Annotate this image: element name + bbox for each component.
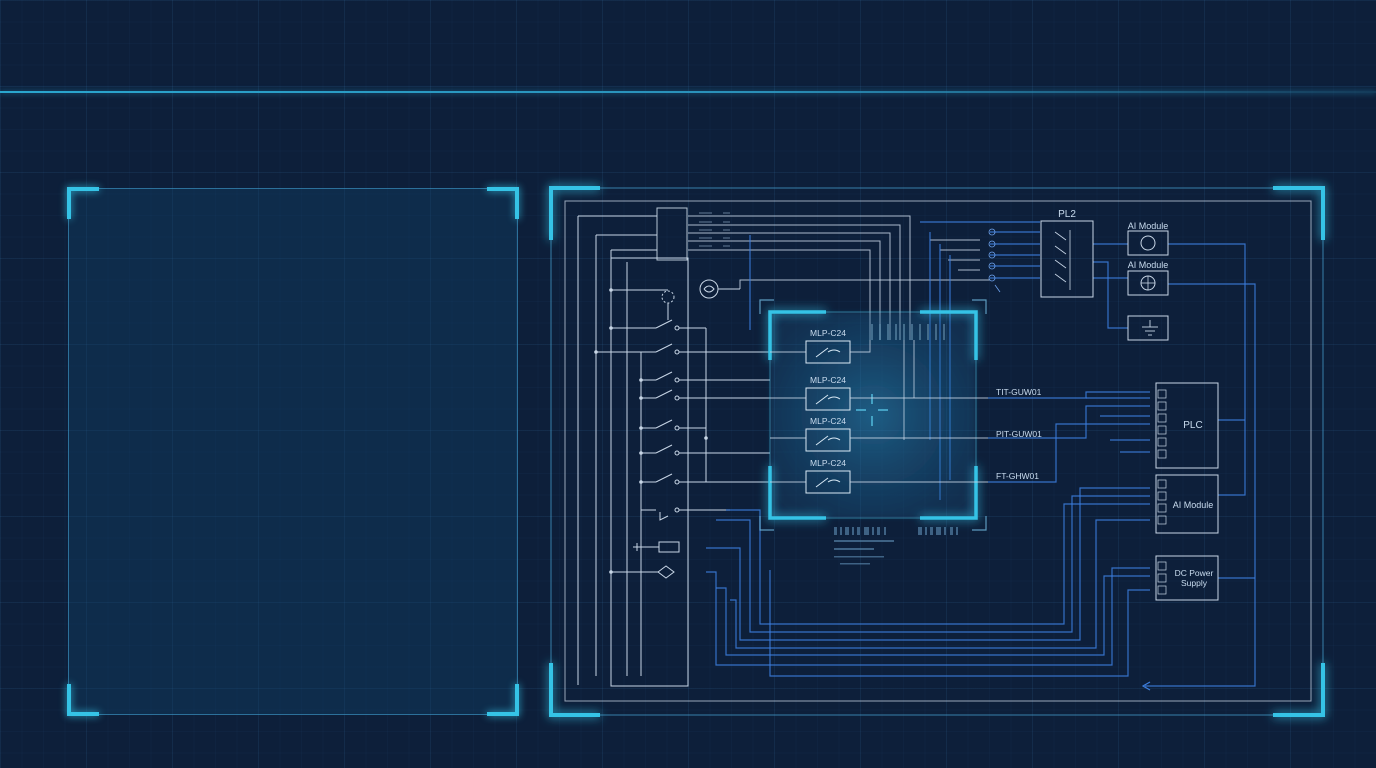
ai-module-top-2: AI Module (1127, 260, 1169, 296)
contact-bus-column (577, 207, 770, 687)
relay-module: MLP-C24 (805, 375, 851, 411)
dc-power-line1: DC Power (1175, 568, 1214, 578)
schematic-frame (549, 186, 1325, 717)
relay-label: MLP-C24 (810, 416, 846, 426)
signal-tag: TIT-GUW01 (996, 387, 1042, 397)
relay-label: MLP-C24 (810, 458, 846, 468)
ai-module-right-block: AI Module (1155, 474, 1219, 534)
plc-right-block: PLC (1155, 382, 1219, 469)
bus-junctions (594, 288, 708, 574)
dc-power-supply-block: DC Power Supply (1155, 555, 1219, 601)
relay-label: MLP-C24 (810, 328, 846, 338)
signal-tag: PIT-GUW01 (996, 429, 1042, 439)
relay-highlight-area (759, 299, 987, 531)
return-arrow (1141, 681, 1151, 691)
corner-bracket-tl (67, 187, 99, 219)
corner-bracket-br (487, 684, 519, 716)
relay-wiring (770, 340, 988, 483)
ai-module-top-1: AI Module (1127, 221, 1169, 256)
signal-tag: FT-GHW01 (996, 471, 1039, 481)
plc-top-block: PL2 (1040, 209, 1094, 298)
left-panel (67, 187, 519, 716)
relay-label: MLP-C24 (810, 375, 846, 385)
dc-power-line2: Supply (1181, 578, 1208, 588)
ai-module-top-1-label: AI Module (1128, 221, 1169, 231)
relay-module: MLP-C24 (805, 416, 851, 452)
plc-top-title: PL2 (1058, 209, 1076, 220)
plc-right-label: PLC (1183, 420, 1202, 431)
wiring-top (688, 215, 990, 340)
terminal-column-top-right (988, 228, 1001, 293)
ground-block (1127, 315, 1169, 341)
signal-tags: TIT-GUW01 PIT-GUW01 FT-GHW01 (996, 387, 1042, 481)
ai-module-right-label: AI Module (1173, 500, 1214, 510)
corner-bracket-tr (487, 187, 519, 219)
wiring-blue (706, 221, 1256, 687)
ai-module-top-2-label: AI Module (1128, 260, 1169, 270)
barcode-strip (834, 527, 958, 565)
terminal-strip-top (699, 212, 730, 247)
header-divider (0, 91, 1376, 93)
corner-bracket-bl (67, 684, 99, 716)
